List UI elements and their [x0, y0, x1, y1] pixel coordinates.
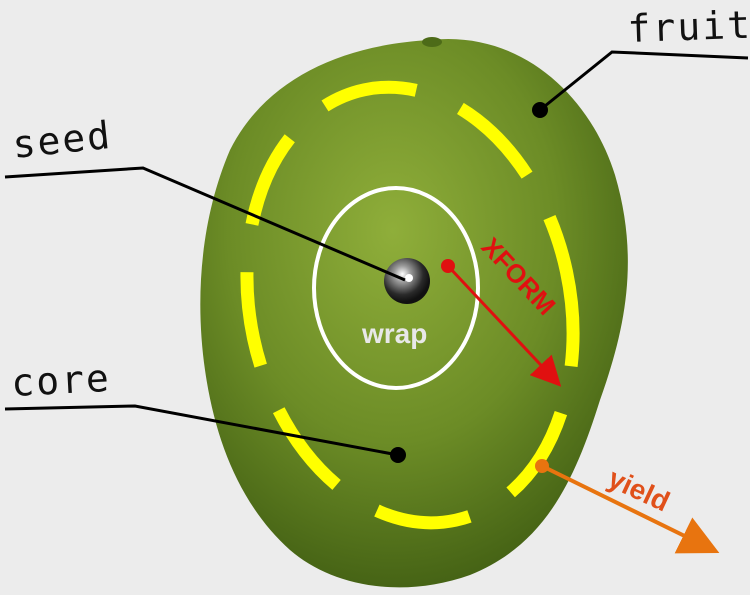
seed-highlight	[405, 274, 413, 282]
label-wrap: wrap	[361, 318, 427, 349]
seed-leader	[4, 166, 406, 282]
label-fruit: fruit	[627, 3, 750, 51]
label-seed: seed	[10, 113, 114, 167]
label-yield: yield	[603, 462, 674, 517]
fruit-leader	[539, 50, 749, 112]
wrap-ring	[312, 186, 480, 390]
leader-lines	[4, 50, 749, 457]
xform-arrow-origin	[441, 259, 455, 273]
yield-arrow	[541, 464, 720, 554]
label-core: core	[10, 356, 112, 405]
fruit-leader-dot	[532, 102, 548, 118]
mango-fruit-body	[200, 38, 628, 588]
yield-arrow-origin	[535, 459, 549, 473]
stem-nub	[422, 37, 442, 47]
core-leader-dot	[390, 447, 406, 463]
core-dashed-ring	[240, 80, 580, 530]
xform-arrow	[446, 264, 562, 387]
core-leader	[4, 404, 399, 457]
